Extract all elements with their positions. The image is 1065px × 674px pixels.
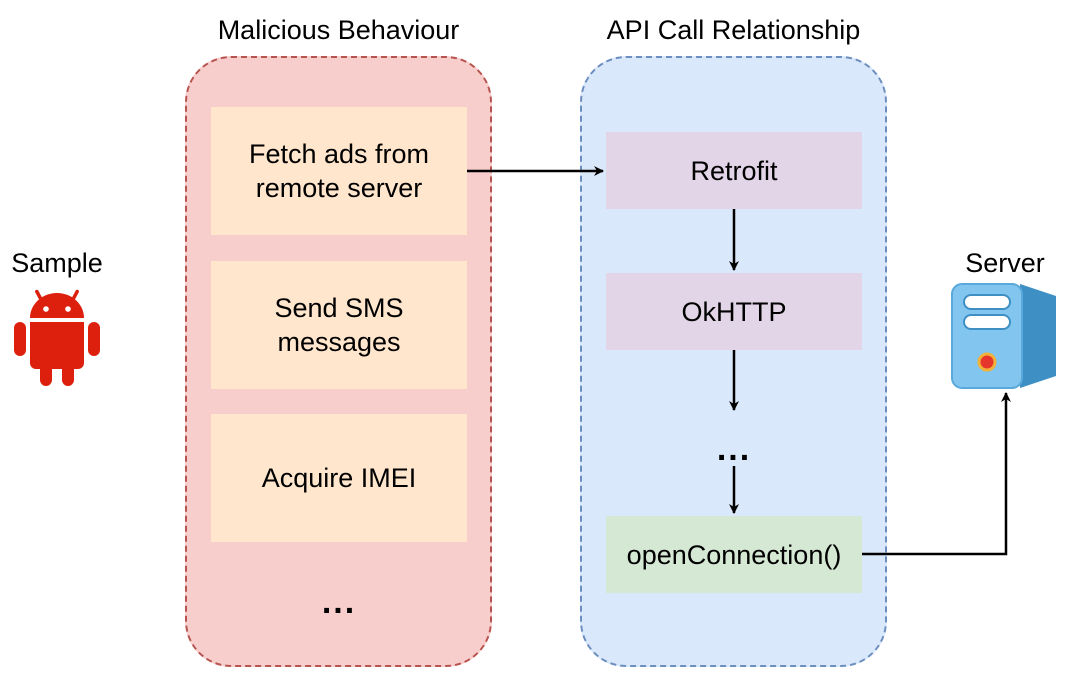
sample-label: Sample xyxy=(11,248,103,278)
api-call-relationship-title: API Call Relationship xyxy=(606,15,861,45)
api-chain-ellipsis: ... xyxy=(716,430,752,468)
behaviour-item-acquire-imei: Acquire IMEI xyxy=(211,414,467,542)
behaviour-item-send-sms: Send SMS messages xyxy=(211,261,467,389)
behaviour-item-fetch-ads: Fetch ads from remote server xyxy=(211,107,467,235)
server-label: Server xyxy=(965,248,1045,278)
arrow-open-connection-to-server xyxy=(862,392,1011,556)
android-icon xyxy=(14,289,100,386)
api-node-retrofit: Retrofit xyxy=(606,132,862,209)
malicious-behaviour-title: Malicious Behaviour xyxy=(217,15,460,45)
api-node-okhttp: OkHTTP xyxy=(606,273,862,350)
api-node-open-connection: openConnection() xyxy=(606,516,862,593)
server-icon xyxy=(951,283,1056,389)
behaviour-more-ellipsis: ... xyxy=(321,583,357,621)
